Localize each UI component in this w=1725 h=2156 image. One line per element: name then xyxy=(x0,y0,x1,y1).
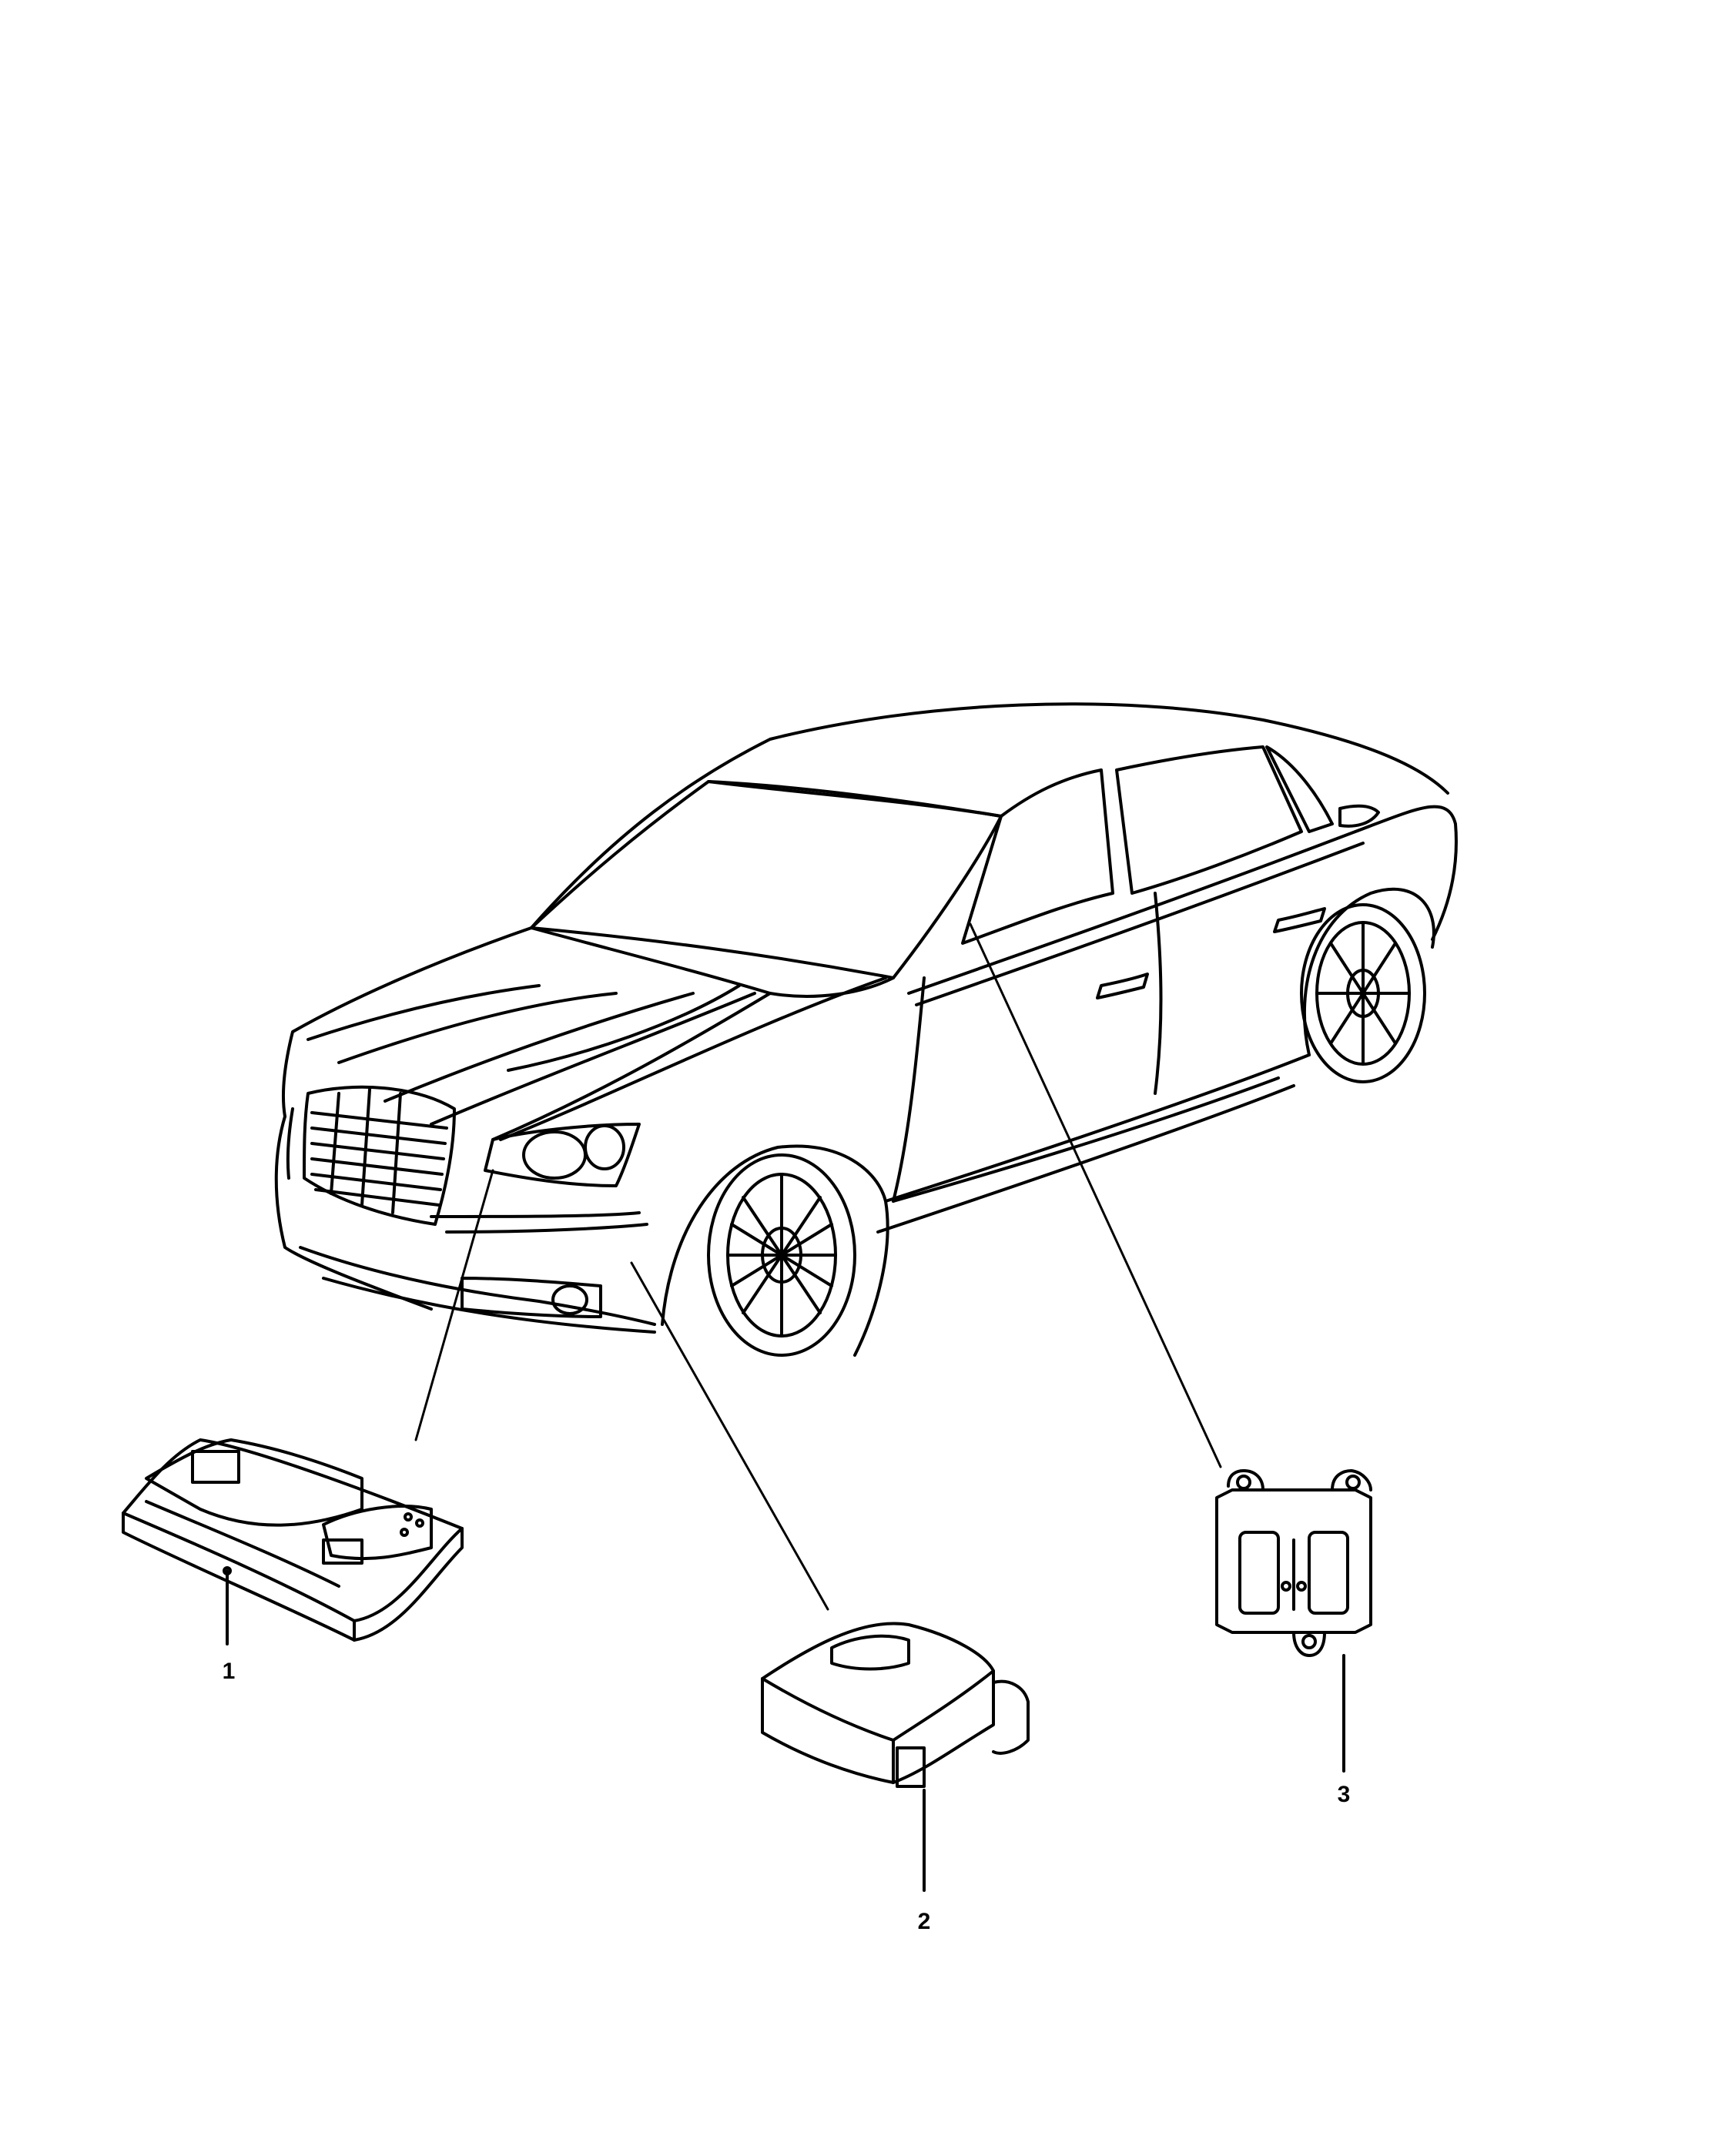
lighting-control-module-icon xyxy=(122,1438,464,1645)
leader-line-2 xyxy=(630,1261,829,1611)
callout-3: 3 xyxy=(1338,1782,1351,1807)
callout-2: 2 xyxy=(918,1909,931,1934)
leader-line-1 xyxy=(414,1169,494,1441)
leader-line-3 xyxy=(969,922,1222,1468)
sedan-line-drawing xyxy=(274,702,1458,1357)
sensor-module-icon xyxy=(761,1622,1030,1892)
callout-1: 1 xyxy=(223,1659,236,1684)
switch-panel-icon xyxy=(1215,1469,1372,1773)
leader-lines xyxy=(414,922,1222,1611)
